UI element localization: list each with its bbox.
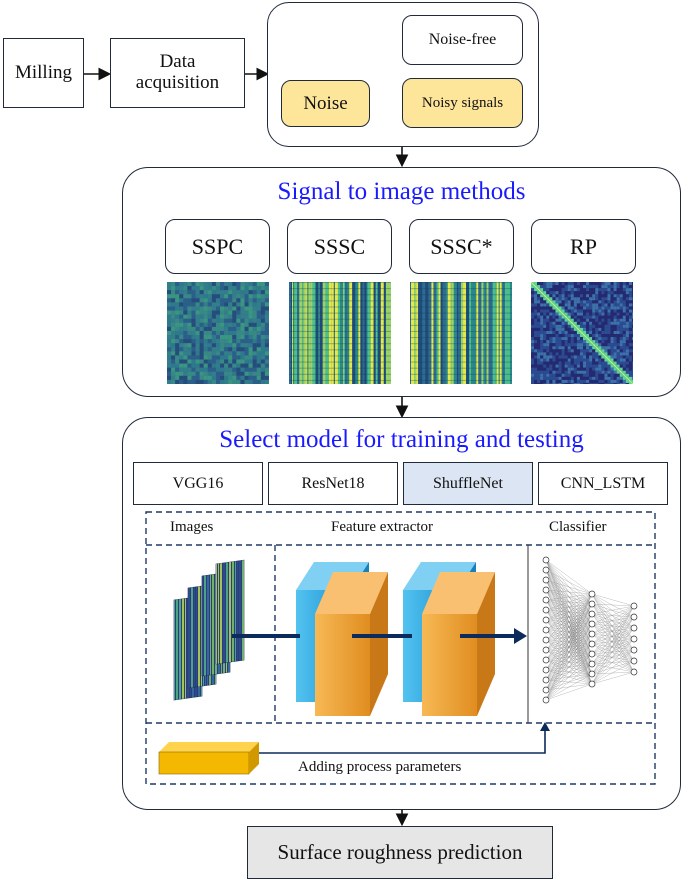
- rp-image: [531, 282, 633, 384]
- output-label: Surface roughness prediction: [277, 840, 523, 864]
- method-sspc: SSPC: [165, 219, 270, 274]
- noise-free-label: Noise-free: [428, 31, 497, 48]
- noise-label: Noise: [303, 92, 348, 114]
- model-label: ResNet18: [301, 474, 365, 492]
- data-acquisition-label: Data acquisition: [135, 51, 220, 93]
- model-cnn-lstm: CNN_LSTM: [538, 462, 668, 505]
- model-selection-title: Select model for training and testing: [219, 426, 584, 453]
- model-label: CNN_LSTM: [560, 474, 646, 492]
- noisy-signals-label: Noisy signals: [421, 94, 504, 111]
- method-label: SSSC: [313, 233, 366, 259]
- milling-box: Milling: [3, 38, 84, 108]
- signal-to-image-title: Signal to image methods: [277, 178, 526, 205]
- method-rp: RP: [531, 219, 636, 274]
- images-label: Images: [170, 519, 214, 535]
- noise-box: Noise: [281, 80, 370, 127]
- sspc-image: [167, 282, 269, 384]
- noise-free-box: Noise-free: [402, 15, 523, 65]
- method-label: RP: [570, 233, 597, 259]
- model-label: VGG16: [172, 474, 224, 492]
- noisy-signals-box: Noisy signals: [402, 78, 523, 128]
- conv-block-1: [296, 562, 388, 716]
- method-label: SSSC*: [430, 233, 493, 259]
- sssc-star-image: [410, 282, 512, 384]
- classifier-label: Classifier: [549, 519, 607, 535]
- sssc-image: [289, 282, 391, 384]
- model-vgg16: VGG16: [133, 462, 263, 505]
- image-stack: [173, 559, 245, 701]
- process-params-block: [158, 742, 259, 775]
- feature-extractor-label: Feature extractor: [331, 519, 434, 535]
- model-label: ShuffleNet: [433, 474, 503, 492]
- method-sssc: SSSC: [287, 219, 392, 274]
- model-resnet18: ResNet18: [268, 462, 398, 505]
- classifier-network: [542, 556, 638, 704]
- process-params-label: Adding process parameters: [298, 759, 462, 775]
- conv-block-2: [403, 562, 495, 716]
- output-box: Surface roughness prediction: [247, 826, 553, 879]
- method-sssc-star: SSSC*: [409, 219, 514, 274]
- data-acquisition-box: Data acquisition: [110, 38, 245, 108]
- model-shufflenet: ShuffleNet: [403, 462, 533, 505]
- method-label: SSPC: [191, 233, 244, 259]
- milling-label: Milling: [14, 62, 72, 83]
